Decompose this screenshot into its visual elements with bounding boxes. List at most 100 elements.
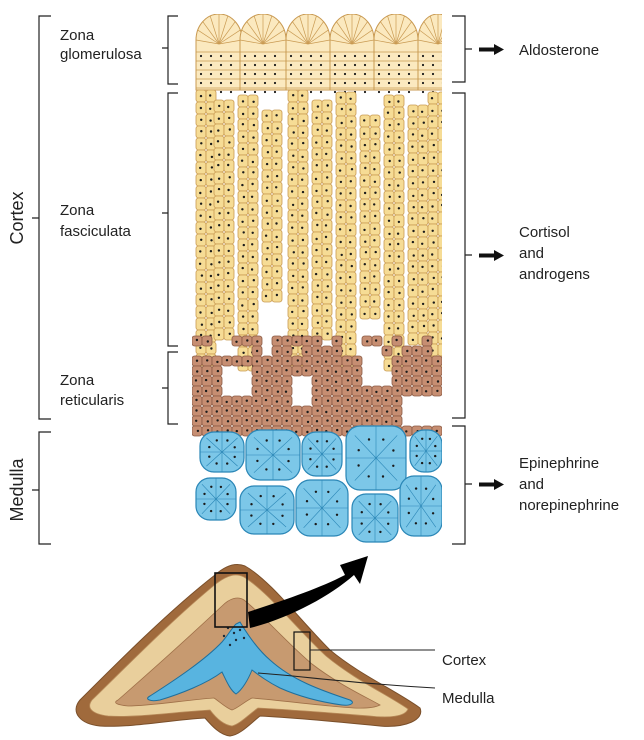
- cell-nucleus: [326, 273, 328, 275]
- cell-nucleus: [209, 203, 211, 205]
- cell-nucleus: [363, 133, 365, 135]
- cell-nucleus: [415, 487, 417, 489]
- cell-nucleus: [228, 224, 230, 226]
- cell-nucleus: [441, 312, 443, 314]
- cell-nucleus: [255, 390, 257, 392]
- cell-nucleus: [364, 73, 366, 75]
- cell-nucleus: [441, 204, 443, 206]
- cell-nucleus: [210, 298, 212, 300]
- cell-nucleus: [315, 190, 317, 192]
- cell-nucleus: [422, 64, 424, 66]
- cell-nucleus: [218, 188, 220, 190]
- cell-nucleus: [230, 73, 232, 75]
- cell-nucleus: [388, 101, 390, 103]
- cell-nucleus: [252, 291, 254, 293]
- cell-nucleus: [301, 215, 303, 217]
- cell-nucleus: [226, 409, 228, 411]
- cell-nucleus: [253, 303, 255, 305]
- cell-nucleus: [398, 55, 400, 57]
- fasciculata-cell: [438, 296, 448, 308]
- cell-nucleus: [405, 360, 407, 362]
- cell-nucleus: [335, 389, 337, 391]
- speckle: [239, 629, 241, 631]
- cell-nucleus: [327, 285, 329, 287]
- reticularis-cell: [422, 376, 432, 386]
- cell-nucleus: [364, 155, 366, 157]
- cell-nucleus: [398, 304, 400, 306]
- cell-nucleus: [276, 246, 278, 248]
- cell-nucleus: [421, 206, 423, 208]
- cell-nucleus: [406, 350, 408, 352]
- reticularis-cell: [282, 386, 292, 396]
- cell-nucleus: [325, 236, 327, 238]
- zona-fasciculata-cells: [196, 90, 448, 371]
- cell-nucleus: [220, 91, 222, 93]
- cell-nucleus: [203, 503, 205, 505]
- cell-nucleus: [387, 341, 389, 343]
- cell-nucleus: [442, 55, 444, 57]
- cell-nucleus: [286, 380, 288, 382]
- cell-nucleus: [398, 207, 400, 209]
- cell-nucleus: [388, 207, 390, 209]
- aldosterone-label: Aldosterone: [519, 42, 599, 59]
- cell-nucleus: [337, 400, 339, 402]
- cell-nucleus: [376, 410, 378, 412]
- cell-nucleus: [210, 55, 212, 57]
- cell-nucleus: [227, 200, 229, 202]
- cell-nucleus: [242, 328, 244, 330]
- epinephrine-bracket: [452, 426, 472, 544]
- cell-nucleus: [336, 420, 338, 422]
- speckle: [229, 644, 231, 646]
- cell-nucleus: [230, 64, 232, 66]
- cell-nucleus: [421, 146, 423, 148]
- cell-nucleus: [341, 122, 343, 124]
- cell-nucleus: [199, 167, 201, 169]
- cell-nucleus: [235, 341, 237, 343]
- cell-nucleus: [295, 431, 297, 433]
- cell-nucleus: [242, 113, 244, 115]
- cell-nucleus: [327, 200, 329, 202]
- cell-nucleus: [422, 82, 424, 84]
- cell-nucleus: [413, 315, 415, 317]
- cell-nucleus: [220, 73, 222, 75]
- cell-nucleus: [227, 189, 229, 191]
- cell-nucleus: [210, 275, 212, 277]
- cell-nucleus: [320, 64, 322, 66]
- cell-nucleus: [266, 200, 268, 202]
- cell-nucleus: [316, 153, 318, 155]
- cell-nucleus: [266, 419, 268, 421]
- cell-nucleus: [412, 159, 414, 161]
- cell-nucleus: [218, 309, 220, 311]
- cell-nucleus: [301, 94, 303, 96]
- cell-nucleus: [200, 179, 202, 181]
- cell-nucleus: [195, 379, 197, 381]
- cell-nucleus: [246, 429, 248, 431]
- cell-nucleus: [247, 360, 249, 362]
- cell-nucleus: [392, 465, 394, 467]
- cell-nucleus: [302, 142, 304, 144]
- cell-nucleus: [432, 324, 434, 326]
- cell-nucleus: [431, 313, 433, 315]
- cell-nucleus: [373, 156, 375, 158]
- cell-nucleus: [395, 370, 397, 372]
- cell-nucleus: [442, 144, 444, 146]
- cell-nucleus: [378, 55, 380, 57]
- cell-nucleus: [364, 288, 366, 290]
- cell-nucleus: [226, 493, 228, 495]
- cell-nucleus: [276, 419, 278, 421]
- cell-nucleus: [442, 132, 444, 134]
- cell-nucleus: [388, 91, 390, 93]
- cell-nucleus: [281, 503, 283, 505]
- cell-nucleus: [227, 164, 229, 166]
- reticularis-bracket: [162, 352, 178, 424]
- cell-nucleus: [412, 289, 414, 291]
- cell-nucleus: [290, 64, 292, 66]
- cell-nucleus: [309, 458, 311, 460]
- cell-nucleus: [423, 157, 425, 159]
- cell-nucleus: [315, 273, 317, 275]
- cell-nucleus: [336, 500, 338, 502]
- cell-nucleus: [441, 121, 443, 123]
- cell-nucleus: [345, 420, 347, 422]
- reticularis-cell: [302, 416, 312, 426]
- cell-nucleus: [398, 82, 400, 84]
